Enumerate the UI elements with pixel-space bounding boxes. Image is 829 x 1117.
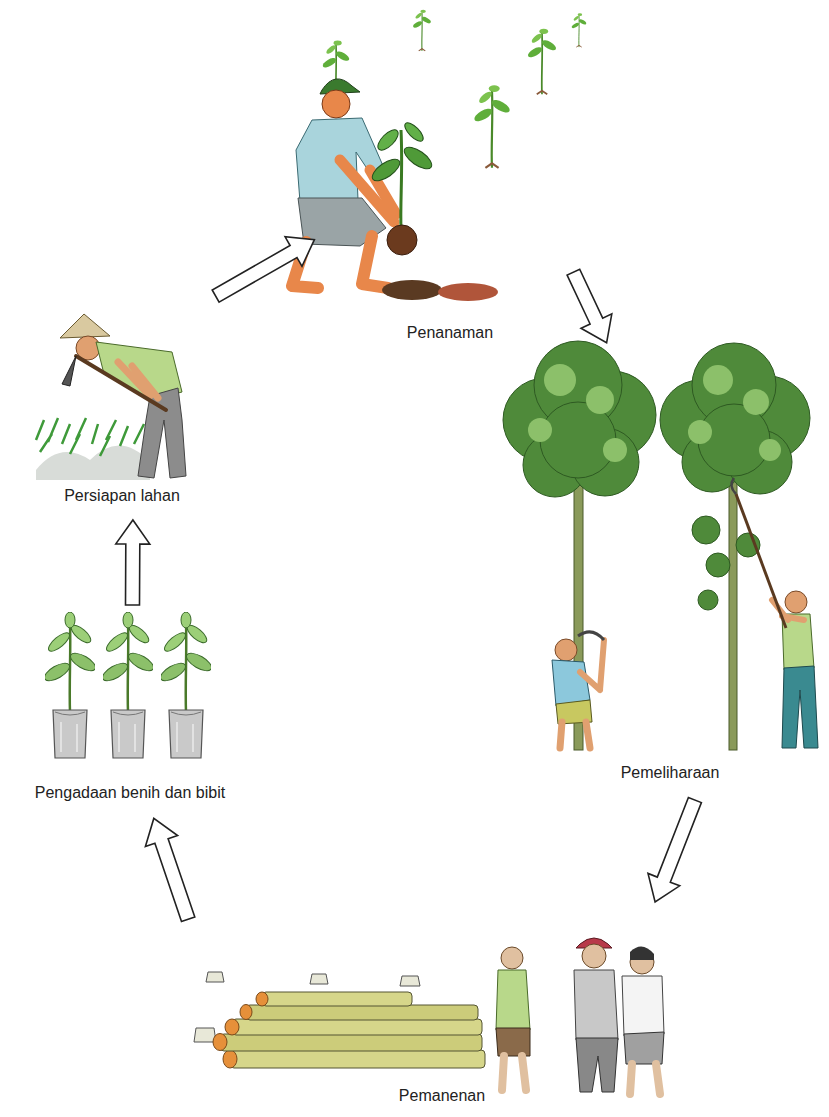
seedling-leaf xyxy=(375,127,402,154)
young-seedling xyxy=(571,13,587,47)
stage-caption: Penanaman xyxy=(405,323,495,343)
stage-node: Pengadaan benih dan bibit xyxy=(10,615,250,807)
stage-node: Persiapan lahan xyxy=(22,305,222,510)
young-seedling xyxy=(412,10,432,51)
farmer-shorts xyxy=(496,1028,530,1056)
pruning-hook xyxy=(731,478,736,494)
tree-crown-highlight xyxy=(528,364,627,462)
soil-pile xyxy=(438,283,498,301)
stage-node: Pemanenan xyxy=(192,915,692,1110)
farmer-shorts xyxy=(624,1032,664,1064)
tree-trunk xyxy=(729,470,737,750)
farmer-head xyxy=(582,944,606,968)
weeds xyxy=(36,418,144,456)
farmer-trousers xyxy=(576,1038,618,1092)
seedling-leaf xyxy=(369,155,403,185)
pruning-pole xyxy=(736,494,786,628)
stage-caption: Pengadaan benih dan bibit xyxy=(33,783,227,803)
tree-crown-highlight xyxy=(688,365,781,461)
cleared-ground xyxy=(36,445,150,480)
seedling-leaf xyxy=(401,143,435,173)
stage-caption: Persiapan lahan xyxy=(62,486,182,506)
worker-shirt xyxy=(552,660,590,706)
hoe-blade xyxy=(62,356,76,386)
worker-trousers xyxy=(782,666,818,748)
stage-caption: Pemanenan xyxy=(397,1086,487,1106)
stage-caption: Pemeliharaan xyxy=(619,763,722,783)
harvest-scene xyxy=(194,938,664,1094)
tree-crown xyxy=(503,341,656,497)
cycle-arrow xyxy=(116,520,150,605)
potted-seedling xyxy=(42,612,98,758)
worker-head xyxy=(785,591,807,613)
maintenance-scene xyxy=(503,341,818,750)
farmer-shirt xyxy=(496,970,530,1030)
young-seedling xyxy=(472,85,511,168)
land-preparation-scene xyxy=(36,314,186,480)
young-seedling xyxy=(526,29,557,95)
seedling-nursery-scene xyxy=(42,612,214,758)
farmer-hair xyxy=(630,946,654,960)
cycle-arrow xyxy=(648,798,701,903)
tree-crown xyxy=(660,343,810,610)
sickle xyxy=(578,632,604,640)
cycle-arrow xyxy=(145,818,194,921)
farmer-legs xyxy=(502,1056,526,1090)
stage-node: Pemeliharaan xyxy=(520,350,820,787)
farmer-head xyxy=(501,947,523,969)
farmer-hat xyxy=(60,314,110,338)
farmer-trousers xyxy=(138,388,186,478)
cycle-arrow xyxy=(567,269,612,343)
log-pile xyxy=(213,992,485,1068)
farmer-shirt xyxy=(574,970,618,1040)
worker-legs xyxy=(560,722,590,748)
worker-head xyxy=(555,639,577,661)
planting-scene xyxy=(292,10,587,301)
root-ball xyxy=(387,225,417,255)
potted-seedling xyxy=(100,612,156,758)
stage-node: Penanaman xyxy=(330,5,570,347)
seedling-stem xyxy=(399,130,403,230)
hoe-handle xyxy=(76,356,166,410)
farmer-head xyxy=(322,90,350,118)
seedling-leaf xyxy=(402,120,426,144)
cycle-arrow xyxy=(212,237,314,302)
farmer-legs xyxy=(630,1064,660,1094)
worker-arm xyxy=(580,640,604,690)
soil-pile xyxy=(382,280,442,300)
potted-seedling xyxy=(158,612,214,758)
farmer-shirt xyxy=(622,976,664,1036)
